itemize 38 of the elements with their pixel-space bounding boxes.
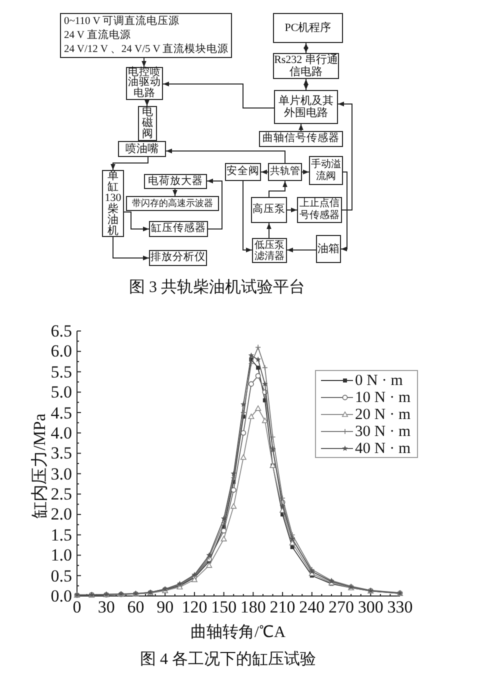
legend-label: 30 N · m (355, 424, 411, 440)
legend-label: 0 N · m (355, 372, 403, 388)
tick-label: 30 (98, 598, 115, 616)
tick-label: 3.5 (50, 444, 72, 462)
tick-label: 6.5 (50, 322, 72, 340)
supply-label: 24 V 直流电源 (64, 28, 131, 42)
supply-label: 24 V/12 V 、24 V/5 V 直流模块电源 (64, 42, 229, 56)
tick-label: 150 (211, 598, 237, 616)
tick-label: 1.5 (50, 526, 72, 544)
tick-label: 180 (240, 598, 266, 616)
tick-label: 120 (182, 598, 208, 616)
tick-label: 2.0 (50, 506, 72, 523)
legend-label: 40 N · m (355, 440, 411, 456)
tick-label: 60 (127, 598, 144, 616)
tick-label: 210 (270, 598, 296, 616)
tick-label: 5.5 (50, 363, 72, 380)
tick-label: 5.0 (50, 384, 72, 401)
tick-label: 330 (387, 598, 413, 616)
tick-label: 6.0 (50, 342, 72, 360)
tick-label: 0 (72, 598, 82, 616)
tick-label: 2.5 (50, 486, 72, 503)
axis-title: 缸内压力/MPa (31, 414, 49, 518)
figure-caption: 图 4 各工况下的缸压试验 (140, 651, 316, 669)
tick-label: 1.0 (50, 546, 72, 564)
supply-label: 0~110 V 可调直流电压源 (64, 14, 180, 28)
axis-title: 曲轴转角/℃A (190, 624, 286, 642)
tick-label: 4.0 (50, 424, 72, 442)
tick-label: 240 (299, 598, 325, 616)
tick-label: 300 (358, 598, 384, 616)
tick-label: 90 (156, 598, 174, 616)
tick-label: 270 (328, 598, 354, 616)
tick-label: 4.5 (50, 404, 72, 422)
tick-label: 0.5 (50, 567, 72, 584)
tick-label: 0.0 (50, 588, 72, 604)
legend-label: 20 N · m (355, 406, 411, 422)
tick-label: 3.0 (50, 465, 72, 482)
legend-label: 10 N · m (355, 390, 411, 406)
figure-caption: 图 3 共轨柴油机试验平台 (129, 279, 305, 297)
